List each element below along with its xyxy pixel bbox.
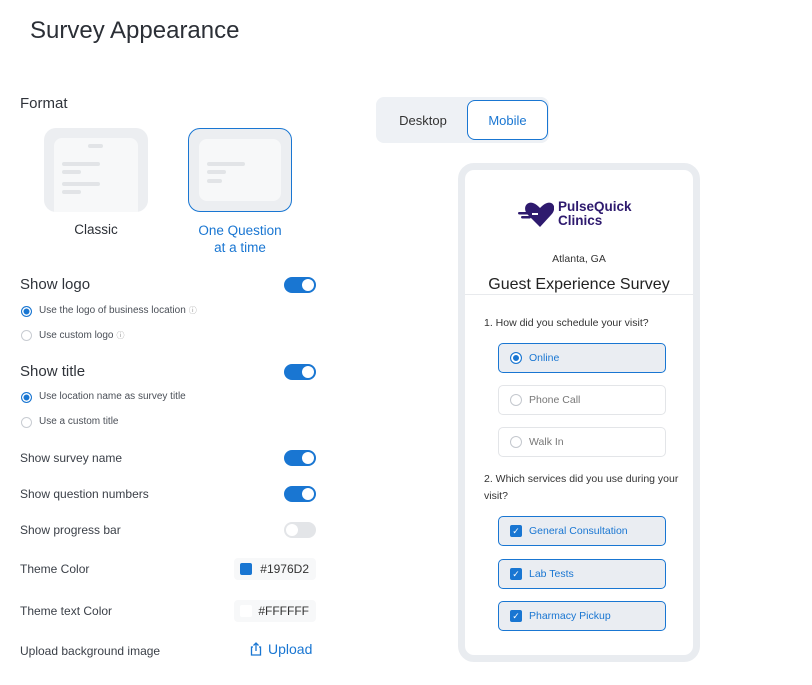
checkbox-checked-icon: ✓ — [510, 525, 522, 537]
q1-option-online[interactable]: Online — [498, 343, 666, 373]
label-line: at a time — [214, 240, 266, 255]
survey-title: Guest Experience Survey — [488, 276, 670, 293]
option-label: Use the logo of business location — [39, 305, 186, 316]
location-name: Atlanta, GA — [552, 253, 606, 265]
clinic-logo: PulseQuick Clinics — [518, 200, 632, 228]
show-survey-name-toggle[interactable] — [284, 450, 316, 466]
logo-text: PulseQuick Clinics — [558, 200, 632, 228]
divider — [465, 294, 693, 295]
checkbox-checked-icon: ✓ — [510, 610, 522, 622]
title-location-radio[interactable] — [21, 392, 32, 403]
title-custom-radio[interactable] — [21, 417, 32, 428]
option-label: Use custom logo — [39, 330, 114, 341]
format-classic-label[interactable]: Classic — [74, 222, 118, 237]
title-custom-option[interactable]: Use a custom title — [39, 416, 119, 427]
one-question-preview-graphic — [199, 139, 281, 201]
theme-text-color-picker[interactable]: #FFFFFF — [234, 600, 316, 622]
logo-line: PulseQuick — [558, 199, 632, 214]
q1-option-walk-in[interactable]: Walk In — [498, 427, 666, 457]
title-location-option[interactable]: Use location name as survey title — [39, 391, 186, 402]
logo-custom-radio[interactable] — [21, 330, 32, 341]
radio-icon — [510, 436, 522, 448]
option-label: General Consultation — [529, 525, 628, 537]
radio-icon — [510, 352, 522, 364]
heart-logo-icon — [518, 202, 554, 227]
upload-bg-label: Upload background image — [20, 644, 161, 658]
format-classic-card[interactable] — [44, 128, 148, 212]
classic-preview-graphic — [54, 138, 138, 212]
info-icon[interactable]: ⓘ — [116, 331, 125, 340]
show-title-toggle[interactable] — [284, 364, 316, 380]
format-one-question-card[interactable] — [188, 128, 292, 212]
question-1: 1. How did you schedule your visit? — [484, 317, 649, 329]
format-label: Format — [20, 95, 68, 112]
option-label: Walk In — [529, 436, 564, 448]
radio-icon — [510, 394, 522, 406]
show-logo-toggle[interactable] — [284, 277, 316, 293]
q1-option-phone-call[interactable]: Phone Call — [498, 385, 666, 415]
checkbox-checked-icon: ✓ — [510, 568, 522, 580]
show-title-label: Show title — [20, 363, 86, 380]
mobile-tab[interactable]: Mobile — [467, 100, 548, 140]
color-value: #FFFFFF — [258, 604, 309, 618]
show-question-numbers-label: Show question numbers — [20, 487, 149, 501]
option-label: Phone Call — [529, 394, 581, 406]
theme-color-label: Theme Color — [20, 562, 90, 576]
logo-line: Clinics — [558, 213, 603, 228]
color-swatch — [240, 563, 252, 575]
show-progress-bar-toggle[interactable] — [284, 522, 316, 538]
color-swatch — [240, 605, 252, 617]
theme-text-color-label: Theme text Color — [20, 604, 113, 618]
label-line: One Question — [198, 223, 282, 238]
logo-business-radio[interactable] — [21, 306, 32, 317]
upload-icon — [250, 642, 262, 656]
view-mode-toggle: Desktop Mobile — [376, 97, 549, 143]
color-value: #1976D2 — [260, 562, 309, 576]
show-progress-bar-label: Show progress bar — [20, 523, 121, 537]
option-label: Pharmacy Pickup — [529, 610, 611, 622]
upload-label: Upload — [268, 641, 313, 657]
desktop-tab[interactable]: Desktop — [399, 112, 447, 128]
page-title: Survey Appearance — [30, 17, 240, 44]
format-one-question-label[interactable]: One Question at a time — [175, 222, 305, 256]
show-logo-label: Show logo — [20, 276, 91, 293]
question-2: 2. Which services did you use during you… — [484, 473, 679, 502]
q2-option-general-consultation[interactable]: ✓ General Consultation — [498, 516, 666, 546]
option-label: Online — [529, 352, 560, 364]
option-label: Lab Tests — [529, 568, 574, 580]
theme-color-picker[interactable]: #1976D2 — [234, 558, 316, 580]
show-question-numbers-toggle[interactable] — [284, 486, 316, 502]
show-survey-name-label: Show survey name — [20, 451, 123, 465]
upload-button[interactable]: Upload — [250, 641, 312, 657]
q2-option-lab-tests[interactable]: ✓ Lab Tests — [498, 559, 666, 589]
info-icon[interactable]: ⓘ — [188, 306, 197, 315]
q2-option-pharmacy-pickup[interactable]: ✓ Pharmacy Pickup — [498, 601, 666, 631]
mobile-preview: PulseQuick Clinics Atlanta, GA Guest Exp… — [458, 163, 700, 662]
